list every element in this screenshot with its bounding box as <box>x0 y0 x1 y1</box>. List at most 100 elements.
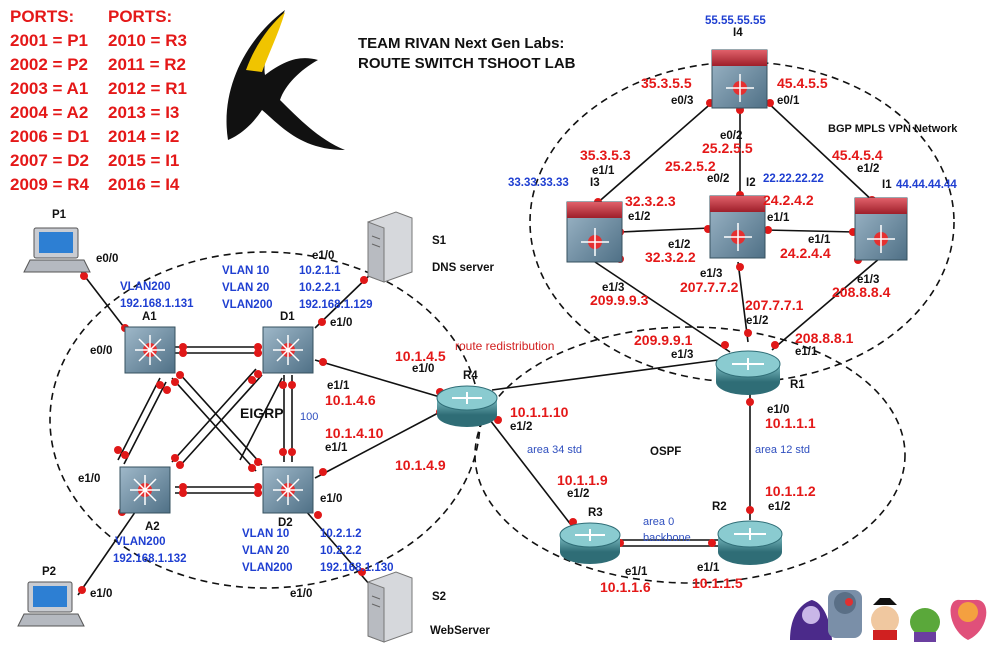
svg-text:e1/3: e1/3 <box>857 274 879 286</box>
svg-text:e0/0: e0/0 <box>90 345 112 357</box>
router-r4-icon[interactable] <box>436 385 498 427</box>
d2-vlan-200: VLAN200 <box>242 562 293 574</box>
isp-i2-icon[interactable] <box>709 195 766 259</box>
svg-text:e1/1: e1/1 <box>625 566 648 578</box>
port-entry: 2001 = P1 <box>10 31 88 50</box>
svg-text:e1/1: e1/1 <box>808 234 831 246</box>
route-redistribution-label: route redistribution <box>455 339 554 353</box>
area0-label2: backbone <box>643 532 691 544</box>
svg-text:45.4.5.4: 45.4.5.4 <box>832 147 883 163</box>
svg-text:207.7.7.2: 207.7.7.2 <box>680 279 739 295</box>
router-r1-icon[interactable] <box>715 350 781 395</box>
d1-ip-20: 10.2.2.1 <box>299 282 341 294</box>
svg-text:24.2.4.2: 24.2.4.2 <box>763 192 814 208</box>
isp-i4-icon[interactable] <box>711 49 768 109</box>
port-entry: 2007 = D2 <box>10 151 89 170</box>
cartoon-characters <box>790 590 987 642</box>
d2-ip-10: 10.2.1.2 <box>320 528 362 540</box>
device-i3: I3 <box>590 177 600 189</box>
port-entry: 2012 = R1 <box>108 79 187 98</box>
server-s1-icon[interactable] <box>367 211 413 283</box>
svg-text:207.7.7.1: 207.7.7.1 <box>745 297 804 313</box>
switch-a1-icon[interactable] <box>124 326 176 374</box>
d2-vlan-20: VLAN 20 <box>242 545 289 557</box>
device-s2: S2 <box>432 591 446 603</box>
svg-text:208.8.8.1: 208.8.8.1 <box>795 330 854 346</box>
svg-text:10.1.1.10: 10.1.1.10 <box>510 404 569 420</box>
svg-text:e1/1: e1/1 <box>697 562 720 574</box>
loopback-i3: 33.33.33.33 <box>508 177 569 189</box>
svg-text:e1/0: e1/0 <box>312 250 334 262</box>
svg-text:e1/1: e1/1 <box>795 346 818 358</box>
device-r1: R1 <box>790 379 805 391</box>
svg-text:e1/0: e1/0 <box>90 588 112 600</box>
p2-vlan: VLAN200 <box>115 536 166 548</box>
bgp-label: BGP MPLS VPN Network <box>828 123 958 135</box>
svg-text:25.2.5.5: 25.2.5.5 <box>702 140 753 156</box>
port-entry: 2015 = I1 <box>108 151 179 170</box>
svg-text:e0/0: e0/0 <box>96 253 118 265</box>
svg-text:10.1.4.10: 10.1.4.10 <box>325 425 384 441</box>
ip-labels: 10.1.4.5 10.1.4.6 10.1.4.10 10.1.4.9 10.… <box>325 75 891 595</box>
svg-text:209.9.9.3: 209.9.9.3 <box>590 292 649 308</box>
svg-text:e1/0: e1/0 <box>78 473 100 485</box>
isp-i3-icon[interactable] <box>566 201 623 263</box>
area0-label: area 0 <box>643 516 674 528</box>
port-entry: 2004 = A2 <box>10 103 88 122</box>
pc-p2-icon[interactable] <box>17 581 85 627</box>
port-entry: 2010 = R3 <box>108 31 187 50</box>
ospf-domain-boundary <box>474 326 906 584</box>
ports-table: PORTS: PORTS: 2001 = P1 2002 = P2 2003 =… <box>10 7 187 194</box>
svg-text:24.2.4.4: 24.2.4.4 <box>780 245 831 261</box>
port-entry: 2003 = A1 <box>10 79 88 98</box>
device-r2: R2 <box>712 501 727 513</box>
d1-ip-10: 10.2.1.1 <box>299 265 341 277</box>
port-entry: 2013 = I3 <box>108 103 179 122</box>
server-s2-icon[interactable] <box>367 571 413 643</box>
device-a2: A2 <box>145 521 160 533</box>
svg-text:e1/3: e1/3 <box>602 282 624 294</box>
ports-header-right: PORTS: <box>108 7 172 26</box>
svg-text:e0/2: e0/2 <box>720 130 742 142</box>
device-d2: D2 <box>278 517 293 529</box>
switch-d2-icon[interactable] <box>262 466 314 514</box>
port-entry: 2016 = I4 <box>108 175 180 194</box>
loopback-i1: 44.44.44.44 <box>896 179 957 191</box>
svg-text:e1/1: e1/1 <box>767 212 790 224</box>
svg-text:e0/1: e0/1 <box>777 95 800 107</box>
svg-text:e1/0: e1/0 <box>767 404 789 416</box>
svg-text:e1/0: e1/0 <box>330 317 352 329</box>
svg-text:208.8.8.4: 208.8.8.4 <box>832 284 891 300</box>
team-rivan-logo <box>226 10 345 150</box>
pc-p1-icon[interactable] <box>23 227 91 273</box>
d1-vlan-20: VLAN 20 <box>222 282 269 294</box>
svg-text:e1/2: e1/2 <box>510 421 532 433</box>
d2-ip-200: 192.168.1.130 <box>320 562 394 574</box>
device-s1: S1 <box>432 235 447 247</box>
svg-text:10.1.4.6: 10.1.4.6 <box>325 392 376 408</box>
p1-ip: 192.168.1.131 <box>120 298 194 310</box>
svg-text:10.1.1.5: 10.1.1.5 <box>692 575 743 591</box>
d2-ip-20: 10.2.2.2 <box>320 545 362 557</box>
d1-vlan-10: VLAN 10 <box>222 265 269 277</box>
svg-text:e0/3: e0/3 <box>671 95 693 107</box>
svg-text:e1/1: e1/1 <box>325 442 348 454</box>
svg-text:e1/1: e1/1 <box>327 380 350 392</box>
p2-ip: 192.168.1.132 <box>113 553 187 565</box>
router-r2-icon[interactable] <box>717 520 783 565</box>
port-entry: 2011 = R2 <box>108 55 186 74</box>
area12-label: area 12 std <box>755 444 810 456</box>
svg-text:e1/3: e1/3 <box>671 349 693 361</box>
isp-i1-icon[interactable] <box>854 197 908 261</box>
svg-text:35.3.5.3: 35.3.5.3 <box>580 147 631 163</box>
interface-labels: e0/0 e0/0 e1/0 e1/0 e1/0 e1/0 e1/1 e1/1 … <box>78 95 879 600</box>
svg-text:e0/2: e0/2 <box>707 173 729 185</box>
svg-text:209.9.9.1: 209.9.9.1 <box>634 332 693 348</box>
router-r3-icon[interactable] <box>559 522 621 564</box>
device-p2: P2 <box>42 566 56 578</box>
switch-d1-icon[interactable] <box>262 326 314 374</box>
port-entry: 2002 = P2 <box>10 55 88 74</box>
switch-a2-icon[interactable] <box>119 466 171 514</box>
d2-vlan-10: VLAN 10 <box>242 528 289 540</box>
